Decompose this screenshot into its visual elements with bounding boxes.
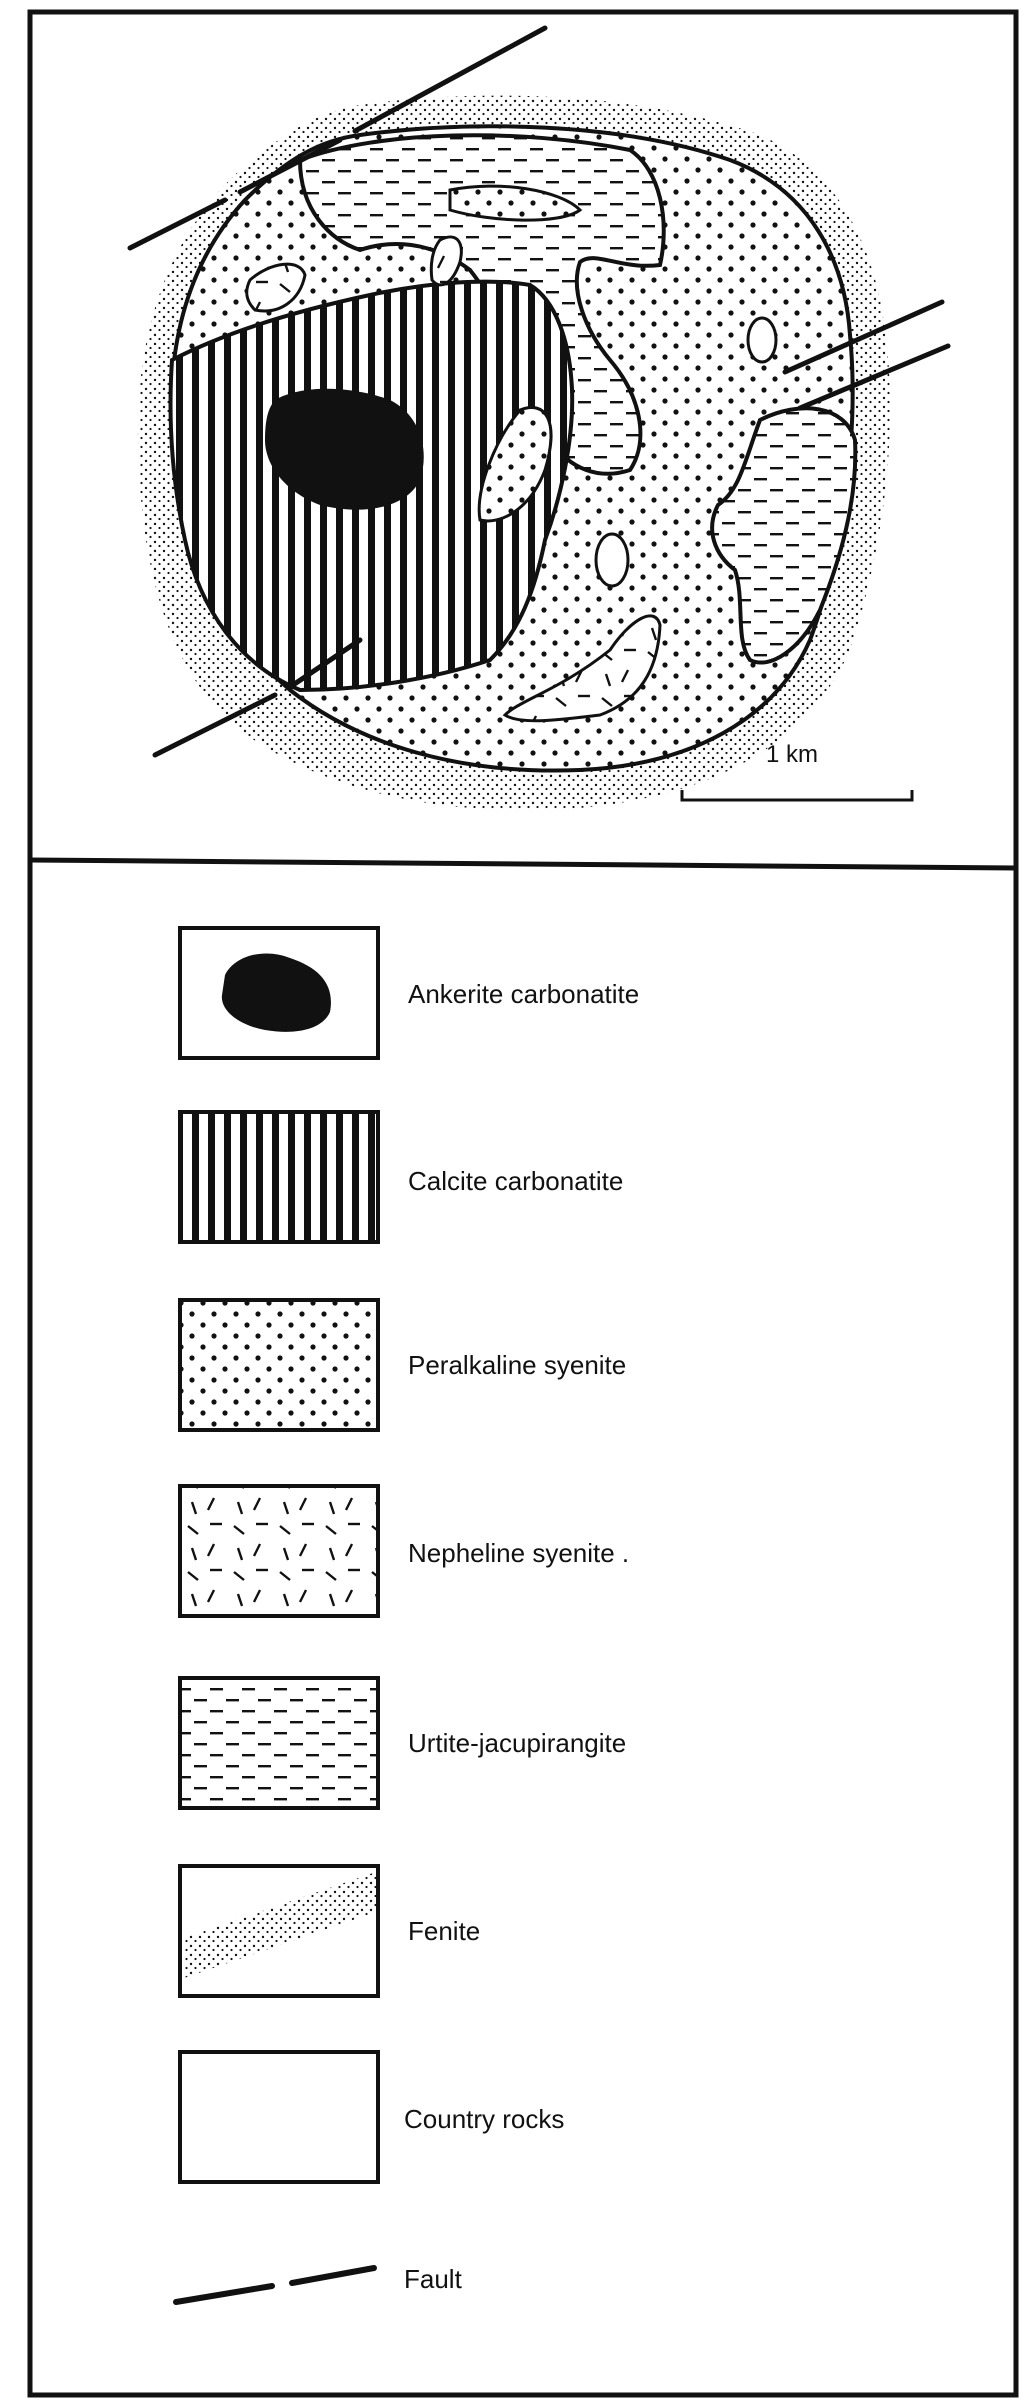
legend-label-calcite: Calcite carbonatite [408, 1166, 623, 1196]
legend-label-ankerite: Ankerite carbonatite [408, 979, 639, 1009]
legend-label-fault: Fault [404, 2264, 463, 2294]
geologic-map: 1 km [127, 25, 951, 810]
scale-bar: 1 km [680, 741, 914, 802]
legend-item-fenite: Fenite [178, 1864, 480, 1998]
legend-swatch-urtite [178, 1676, 380, 1810]
legend-swatch-country-rocks [178, 2050, 380, 2184]
legend: Ankerite carbonatite Calcite carbonatite… [173, 926, 639, 2305]
legend-item-urtite: Urtite-jacupirangite [178, 1676, 626, 1810]
scale-bar-label: 1 km [766, 741, 818, 768]
legend-item-fault: Fault [173, 2264, 463, 2305]
legend-item-peralkaline: Peralkaline syenite [178, 1298, 626, 1432]
legend-label-nepheline: Nepheline syenite . [408, 1538, 629, 1568]
legend-item-nepheline: Nepheline syenite . [178, 1484, 629, 1618]
legend-label-urtite: Urtite-jacupirangite [408, 1728, 626, 1758]
panel-divider [29, 857, 1017, 871]
legend-swatch-fault [173, 2265, 377, 2305]
outer-frame [27, 9, 1019, 2398]
legend-label-peralkaline: Peralkaline syenite [408, 1350, 626, 1380]
legend-label-fenite: Fenite [408, 1916, 480, 1946]
legend-swatch-ankerite [178, 926, 380, 1060]
ankerite-carbonatite-body [265, 388, 424, 510]
legend-swatch-nepheline [178, 1484, 380, 1618]
legend-label-country-rocks: Country rocks [404, 2104, 564, 2134]
legend-item-country-rocks: Country rocks [178, 2050, 564, 2184]
legend-item-calcite: Calcite carbonatite [178, 1110, 623, 1244]
legend-swatch-peralkaline [178, 1298, 380, 1432]
legend-swatch-calcite [178, 1110, 380, 1244]
legend-item-ankerite: Ankerite carbonatite [178, 926, 639, 1060]
fault-lines [127, 25, 951, 758]
